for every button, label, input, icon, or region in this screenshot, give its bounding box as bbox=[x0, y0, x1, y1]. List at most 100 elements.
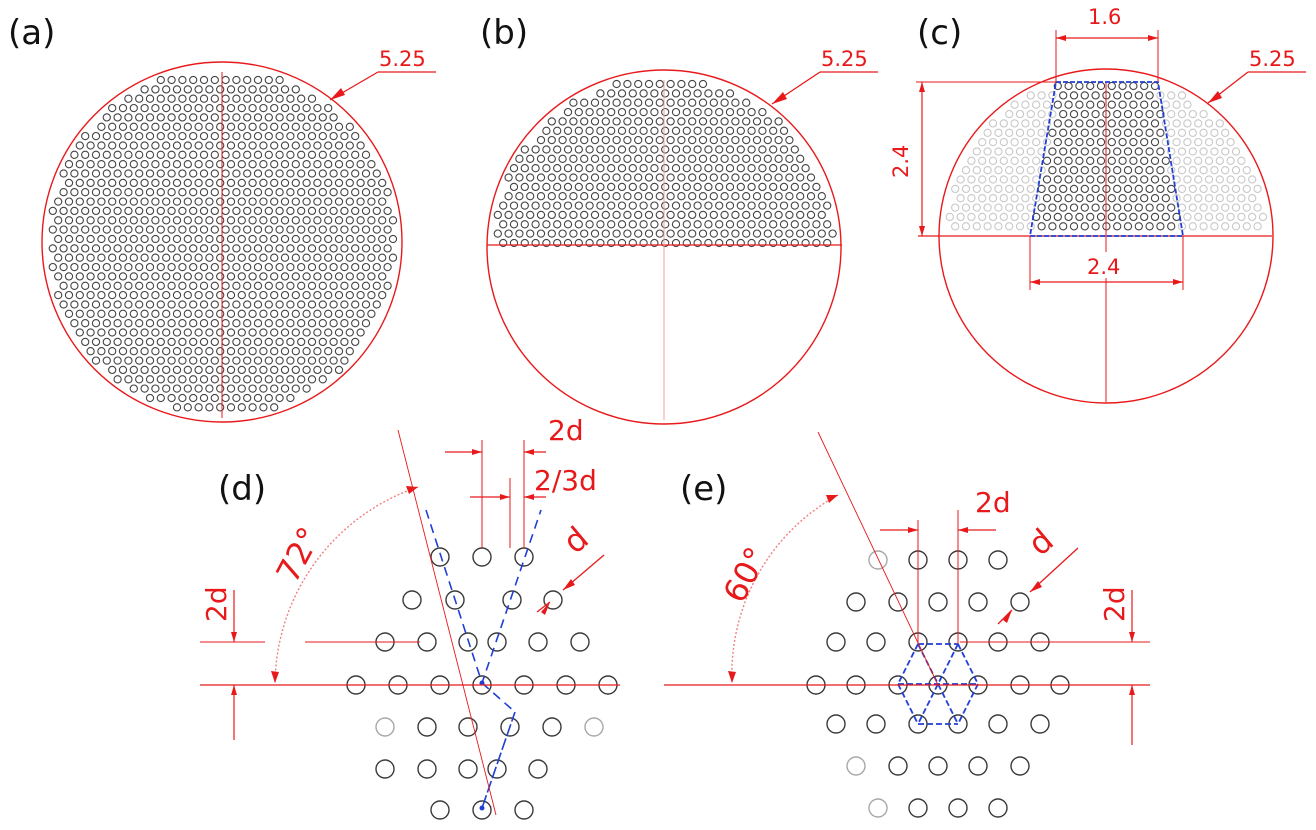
hole bbox=[232, 262, 241, 272]
hole bbox=[318, 225, 327, 234]
hole bbox=[205, 141, 214, 150]
hole bbox=[487, 759, 507, 779]
hole bbox=[275, 244, 284, 253]
hole bbox=[628, 126, 637, 135]
hole bbox=[1145, 109, 1154, 119]
hole bbox=[704, 164, 713, 173]
panel-d-label: (d) bbox=[218, 469, 266, 509]
hole bbox=[307, 169, 317, 178]
hole bbox=[108, 103, 117, 113]
hole bbox=[639, 145, 648, 154]
hole bbox=[742, 154, 751, 163]
hole bbox=[324, 328, 333, 337]
hole bbox=[472, 547, 492, 567]
hole bbox=[361, 262, 371, 272]
hole bbox=[318, 262, 327, 272]
hole bbox=[383, 206, 392, 216]
hole bbox=[1199, 109, 1208, 119]
hole bbox=[172, 103, 182, 113]
hole bbox=[253, 375, 263, 384]
offset-label-d: 2/3d bbox=[534, 464, 597, 497]
hole bbox=[280, 197, 290, 206]
hole bbox=[758, 164, 767, 173]
hole bbox=[1129, 119, 1138, 128]
hole bbox=[291, 253, 300, 262]
hole bbox=[661, 89, 670, 98]
hole bbox=[237, 384, 246, 393]
hole bbox=[221, 375, 230, 384]
hole bbox=[1075, 156, 1084, 165]
hole bbox=[172, 403, 182, 412]
hole bbox=[828, 229, 837, 238]
hole bbox=[1118, 175, 1127, 184]
hole bbox=[1221, 147, 1230, 156]
hole bbox=[237, 160, 246, 169]
hole bbox=[189, 300, 198, 309]
hole bbox=[178, 337, 187, 347]
hole bbox=[205, 309, 214, 318]
hole bbox=[162, 365, 171, 375]
hole bbox=[86, 141, 95, 150]
hole bbox=[270, 253, 279, 262]
hole bbox=[340, 244, 349, 253]
hole bbox=[1134, 166, 1143, 175]
hole bbox=[64, 253, 74, 262]
hole bbox=[1145, 203, 1154, 212]
hole bbox=[216, 160, 225, 169]
hole bbox=[704, 145, 713, 154]
hole bbox=[383, 244, 392, 253]
hole bbox=[367, 216, 376, 225]
hole bbox=[183, 253, 192, 262]
hole bbox=[178, 94, 187, 103]
hole bbox=[307, 225, 317, 234]
hole bbox=[70, 244, 79, 253]
hole bbox=[666, 173, 675, 182]
hole bbox=[542, 220, 551, 229]
hole bbox=[54, 216, 63, 225]
hole bbox=[313, 253, 322, 262]
hole bbox=[1156, 203, 1165, 212]
hole bbox=[210, 281, 219, 290]
hole bbox=[221, 356, 230, 365]
hole bbox=[661, 238, 670, 248]
hole bbox=[151, 85, 160, 94]
hole bbox=[650, 182, 659, 192]
hole bbox=[302, 328, 311, 337]
hole bbox=[698, 229, 708, 238]
hole bbox=[1005, 166, 1014, 175]
hole bbox=[763, 117, 772, 126]
hole bbox=[569, 135, 578, 145]
hole bbox=[178, 393, 187, 403]
hole bbox=[774, 229, 783, 238]
hole bbox=[1161, 175, 1170, 184]
hole bbox=[302, 309, 311, 318]
hole bbox=[666, 210, 675, 220]
hole bbox=[318, 150, 327, 159]
hole bbox=[329, 225, 338, 234]
hole bbox=[1226, 194, 1235, 203]
hole bbox=[688, 173, 697, 182]
hole bbox=[194, 234, 203, 244]
hole bbox=[1231, 166, 1241, 175]
hole bbox=[334, 178, 344, 188]
hole bbox=[297, 244, 306, 253]
hole bbox=[221, 131, 230, 141]
hole bbox=[1129, 212, 1138, 222]
hole bbox=[375, 759, 395, 779]
hole bbox=[725, 238, 735, 248]
hole bbox=[1134, 91, 1143, 100]
hole bbox=[264, 262, 273, 272]
arrow-offset-right-d bbox=[524, 494, 534, 500]
hole bbox=[388, 253, 398, 262]
hole bbox=[253, 319, 263, 328]
hole bbox=[205, 290, 214, 300]
hole bbox=[70, 188, 79, 197]
hole bbox=[270, 178, 279, 188]
hole bbox=[297, 188, 306, 197]
arrow-height-top-c bbox=[919, 82, 925, 92]
hole bbox=[194, 290, 203, 300]
hole bbox=[994, 184, 1003, 194]
hole bbox=[1069, 147, 1079, 156]
hole bbox=[243, 337, 252, 347]
hole bbox=[1129, 194, 1138, 203]
